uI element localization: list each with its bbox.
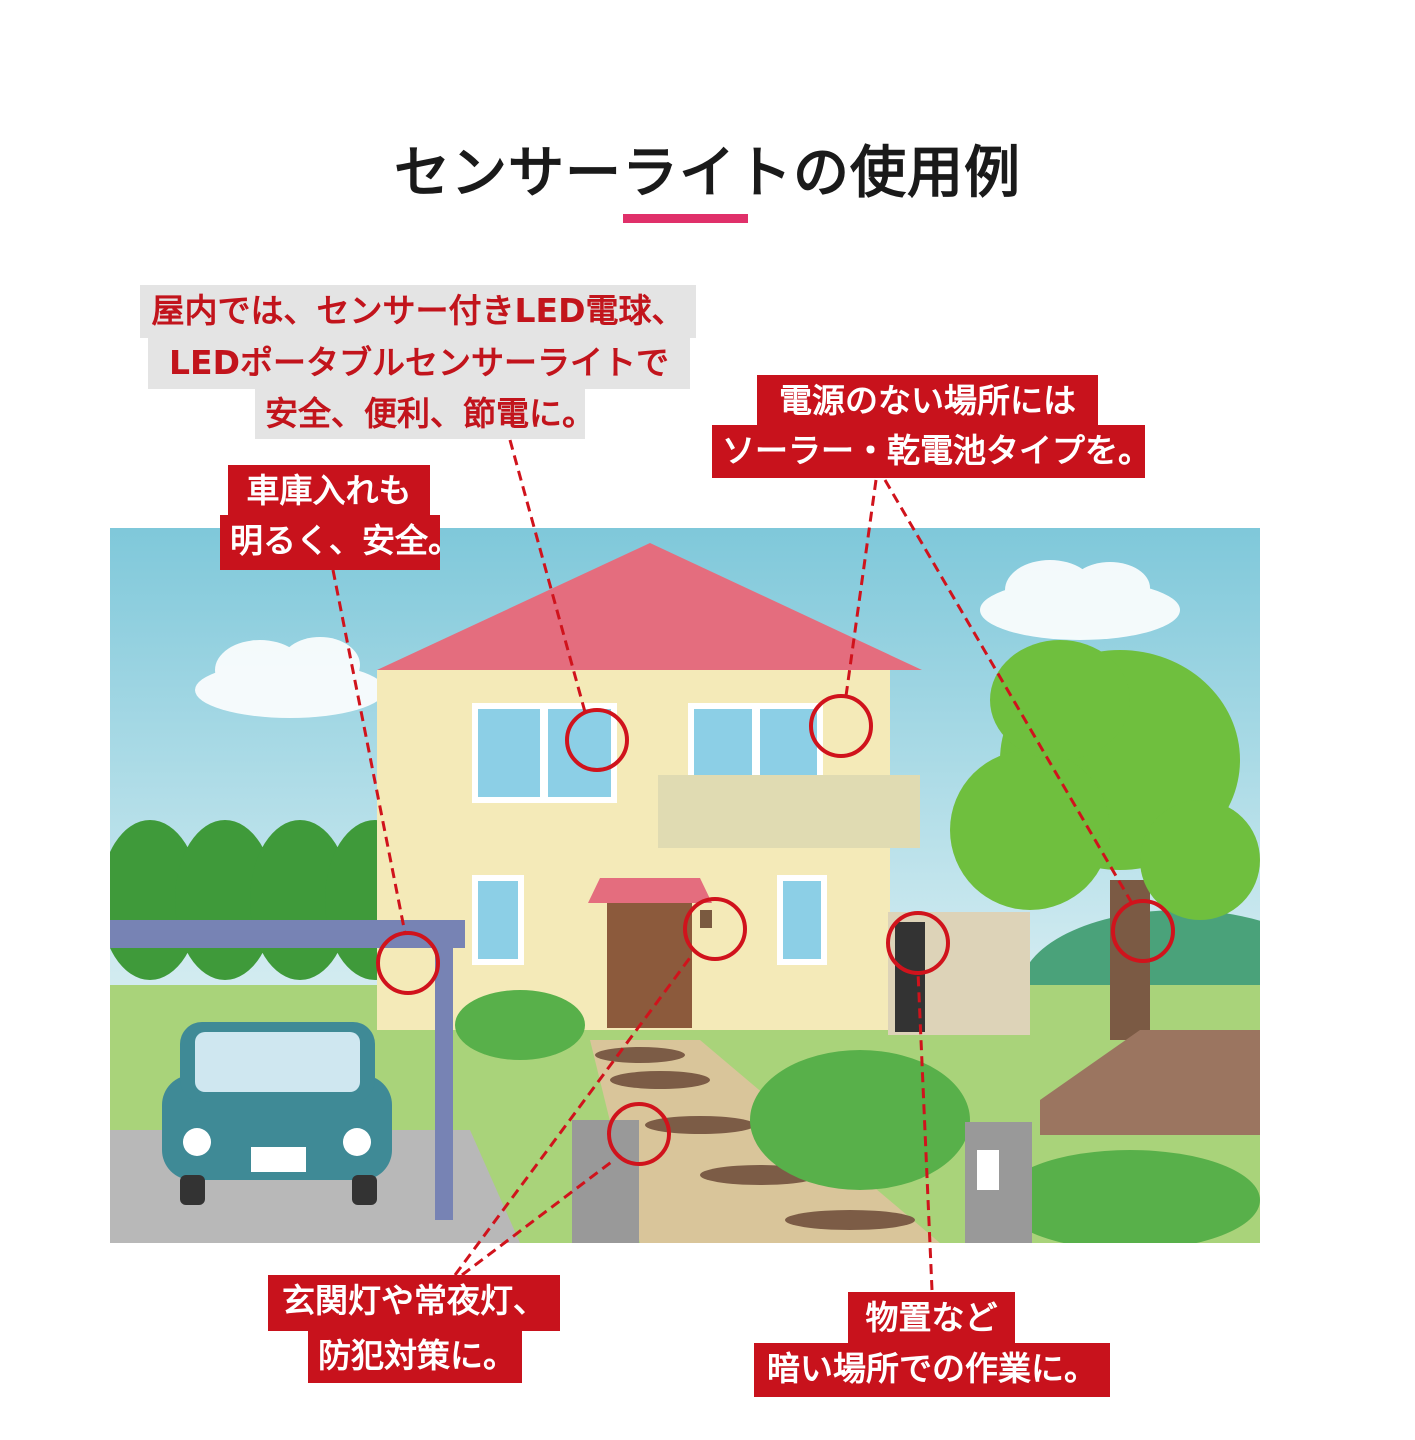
callout-line: 明るく、安全。 bbox=[220, 515, 461, 570]
title-underline bbox=[623, 214, 748, 223]
callout-line: 屋内では、センサー付きLED電球、 bbox=[140, 285, 696, 338]
roof bbox=[377, 543, 922, 670]
front-door bbox=[607, 903, 692, 1028]
vegetable-field bbox=[1040, 1030, 1260, 1135]
entrance-canopy bbox=[588, 878, 712, 903]
balcony bbox=[658, 775, 920, 848]
light-location-markers bbox=[376, 694, 1175, 1166]
callout-line: ソーラー・乾電池タイプを。 bbox=[712, 425, 1151, 478]
callout-leader-lines bbox=[331, 439, 1135, 1291]
gate-post-left bbox=[572, 1120, 639, 1243]
callout-line: 防犯対策に。 bbox=[308, 1330, 522, 1383]
page-title: センサーライトの使用例 bbox=[394, 141, 1021, 206]
callout-line: 車庫入れも bbox=[228, 465, 430, 516]
flower-bed bbox=[455, 990, 1260, 1243]
porch-light bbox=[700, 910, 712, 928]
callout-line: 安全、便利、節電に。 bbox=[255, 388, 595, 439]
big-tree bbox=[950, 640, 1260, 920]
callout-line: 玄関灯や常夜灯、 bbox=[268, 1275, 560, 1331]
callout-line: 物置など bbox=[848, 1292, 1015, 1344]
clouds bbox=[195, 560, 1180, 718]
callout-line: 暗い場所での作業に。 bbox=[754, 1343, 1110, 1397]
callout-line: 電源のない場所には bbox=[757, 375, 1098, 426]
callout-line: LEDポータブルセンサーライトで bbox=[148, 337, 690, 389]
car bbox=[162, 1022, 392, 1205]
